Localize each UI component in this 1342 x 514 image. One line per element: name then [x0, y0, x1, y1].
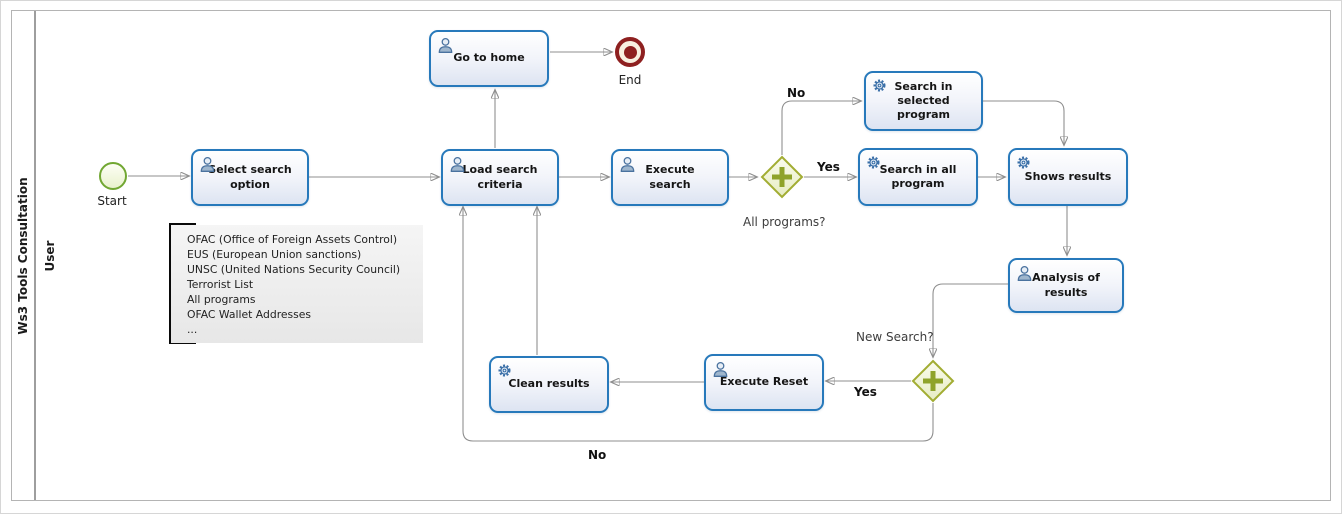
task-clean-results[interactable]: Clean results [489, 356, 609, 413]
annotation-line: UNSC (United Nations Security Council) [187, 263, 401, 276]
gateway-new-search[interactable] [911, 359, 955, 403]
user-icon [620, 156, 635, 172]
user-icon [450, 156, 465, 172]
annotation-line: All programs [187, 293, 256, 306]
flow-label-no-bottom: No [588, 448, 607, 462]
task-analysis-of-results[interactable]: Analysis of results [1008, 258, 1124, 313]
end-event[interactable] [615, 37, 645, 67]
annotation-line: ... [187, 323, 198, 336]
user-icon [1017, 265, 1032, 281]
annotation-line: OFAC Wallet Addresses [187, 308, 312, 321]
task-label: Select search option [208, 163, 292, 191]
task-label: Execute search [645, 163, 695, 191]
start-event[interactable] [99, 162, 127, 190]
task-label: Go to home [453, 51, 525, 65]
lane-title-user: User [43, 240, 57, 272]
task-label: Search in selected program [894, 79, 953, 122]
end-event-core [623, 45, 637, 59]
end-event-label: End [618, 73, 642, 87]
task-label: Load search criteria [462, 163, 538, 191]
gear-icon [867, 156, 880, 169]
pool-title: Ws3 Tools Consultation [16, 177, 30, 335]
task-label: Search in all program [879, 162, 957, 190]
task-execute-search[interactable]: Execute search [611, 149, 729, 206]
task-label: Execute Reset [719, 375, 809, 389]
pool-title-band: Ws3 Tools Consultation [12, 11, 36, 500]
task-search-in-all-program[interactable]: Search in all program [858, 148, 978, 206]
pool-ws3-tools-consultation: Ws3 Tools Consultation User [11, 10, 1331, 501]
flow-label-yes-bottom: Yes [854, 385, 877, 399]
user-icon [200, 156, 215, 172]
user-icon [713, 361, 728, 377]
task-go-to-home[interactable]: Go to home [429, 30, 549, 87]
task-search-in-selected-program[interactable]: Search in selected program [864, 71, 983, 131]
plus-diamond-icon [760, 155, 804, 199]
task-execute-reset[interactable]: Execute Reset [704, 354, 824, 411]
task-label: Analysis of results [1032, 271, 1100, 299]
annotation-program-list[interactable]: OFAC (Office of Foreign Assets Control) … [171, 225, 423, 343]
gateway-all-programs[interactable] [760, 155, 804, 199]
task-select-search-option[interactable]: Select search option [191, 149, 309, 206]
gateway-label-all-programs: All programs? [743, 215, 826, 229]
user-icon [438, 37, 453, 53]
task-label: Clean results [508, 377, 590, 391]
gateway-label-new-search: New Search? [856, 330, 934, 344]
annotation-line: Terrorist List [187, 278, 254, 291]
plus-diamond-icon [911, 359, 955, 403]
gear-icon [873, 79, 886, 92]
flow-label-yes: Yes [817, 160, 840, 174]
gear-icon [498, 364, 511, 377]
task-label: Shows results [1024, 169, 1112, 183]
gear-icon [1017, 156, 1030, 169]
task-load-search-criteria[interactable]: Load search criteria [441, 149, 559, 206]
start-event-label: Start [97, 194, 127, 208]
annotation-line: OFAC (Office of Foreign Assets Control) [187, 233, 398, 246]
annotation-line: EUS (European Union sanctions) [187, 248, 362, 261]
flow-label-no: No [787, 86, 806, 100]
task-shows-results[interactable]: Shows results [1008, 148, 1128, 206]
